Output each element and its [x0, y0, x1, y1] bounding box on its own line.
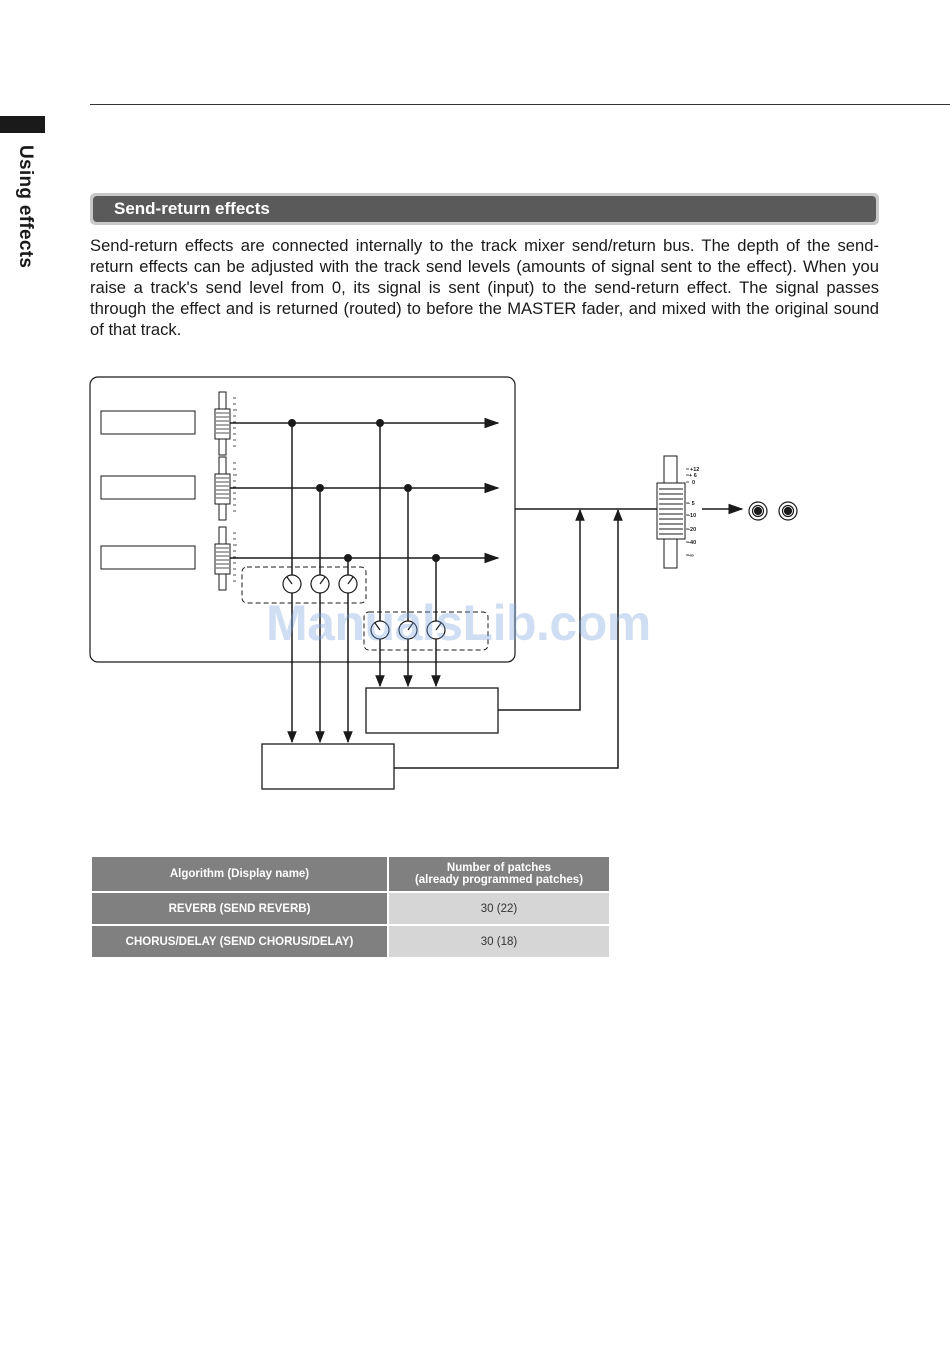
master-scale: +12 + 6 0 – 5 –10 –20 –40 –∞: [687, 467, 699, 559]
chapter-side-label: Using effects: [15, 145, 36, 269]
track-fader-1: [214, 391, 237, 456]
master-scale-label: + 6: [689, 473, 697, 479]
reverb-return-line: [394, 508, 623, 769]
master-scale-label: –20: [687, 527, 696, 533]
algorithm-name: REVERB (SEND REVERB): [90, 891, 389, 926]
reverb-effect-box: [261, 743, 395, 790]
master-scale-label: – 5: [687, 501, 695, 507]
header-patches: Number of patches (already programmed pa…: [387, 855, 611, 893]
section-title: Send-return effects: [114, 199, 270, 218]
chorus-return-line: [498, 508, 585, 711]
output-jack-right: [778, 501, 798, 521]
chorus-delay-effect-box: [365, 687, 499, 734]
master-scale-label: –∞: [687, 553, 694, 559]
table-header-row: Algorithm (Display name) Number of patch…: [90, 855, 611, 893]
track-box-2: [100, 475, 196, 500]
top-rule: [90, 104, 950, 105]
patch-count: 30 (18): [387, 924, 611, 959]
master-scale-label: –40: [687, 540, 696, 546]
reverb-send-knob-group: [241, 566, 367, 604]
master-fader: [656, 455, 689, 569]
header-patches-line2: (already programmed patches): [414, 874, 584, 886]
header-algorithm: Algorithm (Display name): [90, 855, 389, 893]
send-knobs: [282, 574, 446, 640]
algorithm-name: CHORUS/DELAY (SEND CHORUS/DELAY): [90, 924, 389, 959]
side-tab-marker: [0, 116, 45, 133]
master-scale-label: 0: [692, 480, 695, 486]
body-paragraph: Send-return effects are connected intern…: [90, 236, 879, 339]
master-scale-label: +12: [690, 467, 699, 473]
track-fader-2: [214, 456, 237, 521]
master-scale-label: –10: [687, 513, 696, 519]
section-header-fill: Send-return effects: [93, 196, 876, 222]
table-row: REVERB (SEND REVERB) 30 (22): [90, 891, 611, 926]
track-box-3: [100, 545, 196, 570]
track-fader-3: [214, 526, 237, 591]
output-jack-left: [748, 501, 768, 521]
patch-table: Algorithm (Display name) Number of patch…: [90, 855, 611, 959]
patch-count: 30 (22): [387, 891, 611, 926]
watermark: ManualsLib.com: [266, 595, 651, 651]
section-header: Send-return effects: [90, 193, 879, 225]
send-return-diagram: +12 + 6 0 – 5 –10 –20 –40 –∞: [89, 376, 798, 790]
chorus-send-knob-group: [363, 611, 489, 651]
track-box-1: [100, 410, 196, 435]
header-patches-line1: Number of patches: [446, 862, 552, 874]
table-row: CHORUS/DELAY (SEND CHORUS/DELAY) 30 (18): [90, 924, 611, 959]
